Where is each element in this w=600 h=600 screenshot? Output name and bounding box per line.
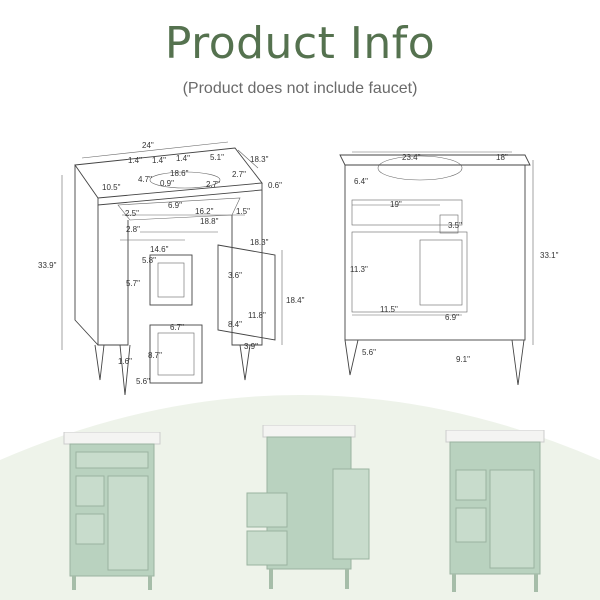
dim-label: 2.7" bbox=[206, 180, 220, 189]
dim-label: 1.4" bbox=[152, 156, 166, 165]
dim-depth: 18" bbox=[496, 153, 508, 162]
dim-label: 5.1" bbox=[210, 153, 224, 162]
page-subtitle: (Product does not include faucet) bbox=[182, 80, 418, 97]
dim-label: 9.1" bbox=[456, 355, 470, 364]
dim-label: 5.6" bbox=[136, 377, 150, 386]
dim-label: 19" bbox=[390, 200, 402, 209]
dim-label: 5.8" bbox=[142, 256, 156, 265]
dim-label: 11.8" bbox=[248, 311, 266, 320]
dim-height: 33.9" bbox=[38, 261, 57, 270]
dim-top-depth: 18.3" bbox=[250, 155, 269, 164]
dim-label: 14.6" bbox=[150, 245, 169, 254]
dim-label: 5.7" bbox=[126, 279, 140, 288]
dim-label: 18.3" bbox=[250, 238, 269, 247]
dim-label: 6.9" bbox=[445, 313, 459, 322]
cabinet-photo-open bbox=[246, 425, 370, 589]
dim-label: 10.5" bbox=[102, 183, 121, 192]
dim-label: 2.7" bbox=[232, 170, 246, 179]
dim-height: 33.1" bbox=[540, 251, 559, 260]
dim-label: 8.4" bbox=[228, 320, 242, 329]
dim-label: 0.6" bbox=[268, 181, 282, 190]
dim-label: 18.6" bbox=[170, 169, 189, 178]
dim-label: 8.7" bbox=[148, 351, 162, 360]
page-title: Product Info bbox=[164, 18, 436, 69]
dim-label: 6.4" bbox=[354, 177, 368, 186]
cabinet-photo-front bbox=[63, 432, 161, 590]
dim-label: 3.6" bbox=[228, 271, 242, 280]
dim-label: 1.5" bbox=[236, 207, 250, 216]
dim-label: 6.9" bbox=[168, 201, 182, 210]
dim-label: 4.7" bbox=[138, 175, 152, 184]
dim-width: 23.4" bbox=[402, 153, 421, 162]
dim-label: 3.9" bbox=[244, 342, 258, 351]
dim-label: 16.2" bbox=[195, 207, 214, 216]
dim-label: 18.4" bbox=[286, 296, 305, 305]
dim-label: 11.3" bbox=[350, 265, 368, 274]
dim-label: 1.6" bbox=[118, 357, 132, 366]
dim-label: 18.8" bbox=[200, 217, 219, 226]
dim-label: 0.9" bbox=[160, 179, 174, 188]
cabinet-photo-angle bbox=[445, 430, 545, 592]
dim-label: 5.6" bbox=[362, 348, 376, 357]
dim-label: 1.4" bbox=[128, 156, 142, 165]
dim-label: 11.5" bbox=[380, 305, 398, 314]
dim-label: 2.8" bbox=[126, 225, 140, 234]
dim-label: 1.4" bbox=[176, 154, 190, 163]
dim-label: 2.5" bbox=[125, 209, 139, 218]
dim-label: 3.5" bbox=[448, 221, 462, 230]
dim-label: 6.7" bbox=[170, 323, 184, 332]
dim-top-width: 24" bbox=[142, 141, 154, 150]
